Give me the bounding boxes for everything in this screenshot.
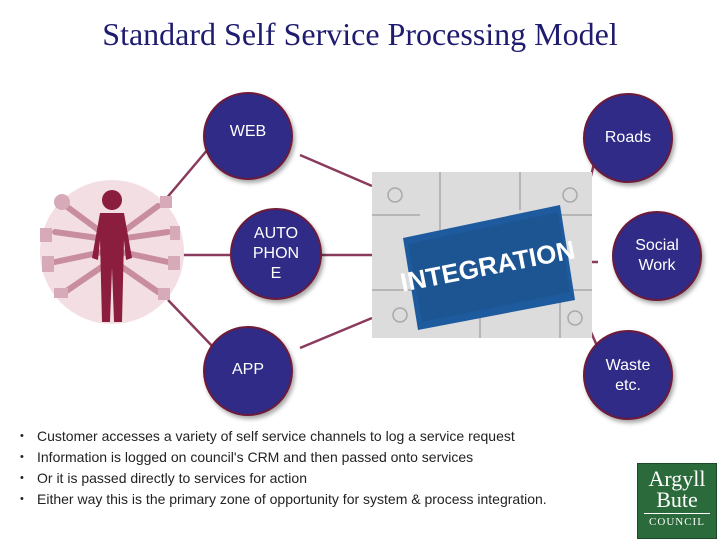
slide-title: Standard Self Service Processing Model (102, 16, 618, 52)
integration-puzzle: INTEGRATION (372, 172, 592, 338)
channel-web: WEB (203, 92, 293, 180)
service-waste: Waste etc. (583, 330, 673, 420)
bullet-item: Or it is passed directly to services for… (20, 468, 620, 489)
logo-line-2: Bute (656, 487, 698, 512)
connector-app-customer (167, 299, 215, 349)
channel-app: APP (203, 326, 293, 416)
service-roads-label: Roads (604, 129, 652, 146)
channel-auto-phone-label: AUTO PHON E (252, 225, 300, 282)
service-social-work: Social Work (612, 211, 702, 301)
channel-auto-phone: AUTO PHON E (230, 208, 322, 300)
service-waste-label: Waste etc. (605, 357, 651, 394)
connector-app-integration (299, 316, 373, 350)
council-logo: Argyll Bute COUNCIL (637, 463, 717, 539)
bullet-item: Either way this is the primary zone of o… (20, 489, 620, 510)
logo-line-3: COUNCIL (644, 513, 710, 528)
logo-line-1: Argyll (648, 466, 706, 491)
bullet-item: Information is logged on council's CRM a… (20, 447, 620, 468)
channel-app-label: APP (231, 361, 264, 378)
connector-web-integration (299, 153, 373, 188)
service-social-work-label: Social Work (635, 237, 679, 274)
customer-figure (40, 180, 184, 324)
bullet-item: Customer accesses a variety of self serv… (20, 426, 620, 447)
bullet-list: Customer accesses a variety of self serv… (20, 426, 620, 510)
channel-web-label: WEB (229, 123, 267, 140)
service-roads: Roads (583, 93, 673, 183)
